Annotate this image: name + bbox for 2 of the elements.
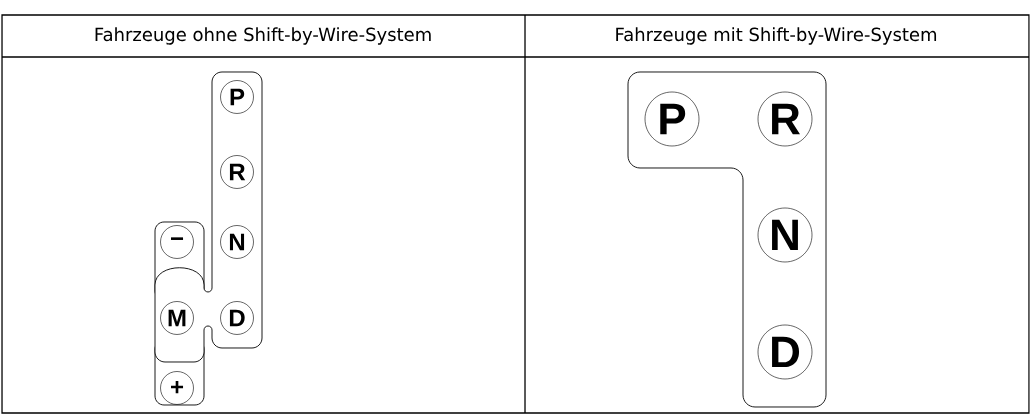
column-header: Fahrzeuge ohne Shift-by-Wire-System [95,27,431,45]
column-header: Fahrzeuge mit Shift-by-Wire-System [616,27,937,45]
